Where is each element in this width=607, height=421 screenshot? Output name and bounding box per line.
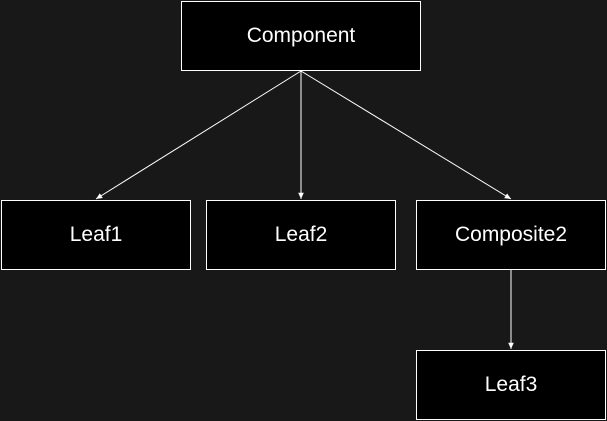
node-leaf1[interactable]: Leaf1 bbox=[1, 200, 191, 270]
node-leaf3-label: Leaf3 bbox=[484, 373, 538, 396]
node-leaf1-label: Leaf1 bbox=[69, 223, 123, 246]
edge-component-to-leaf1 bbox=[95, 70, 302, 200]
edge-component-to-composite2 bbox=[300, 70, 512, 200]
node-leaf2[interactable]: Leaf2 bbox=[206, 200, 396, 270]
node-leaf2-label: Leaf2 bbox=[274, 223, 328, 246]
node-composite2[interactable]: Composite2 bbox=[416, 200, 606, 270]
node-composite2-label: Composite2 bbox=[454, 223, 568, 246]
node-component[interactable]: Component bbox=[181, 1, 421, 71]
node-component-label: Component bbox=[246, 24, 356, 47]
node-leaf3[interactable]: Leaf3 bbox=[416, 350, 606, 420]
